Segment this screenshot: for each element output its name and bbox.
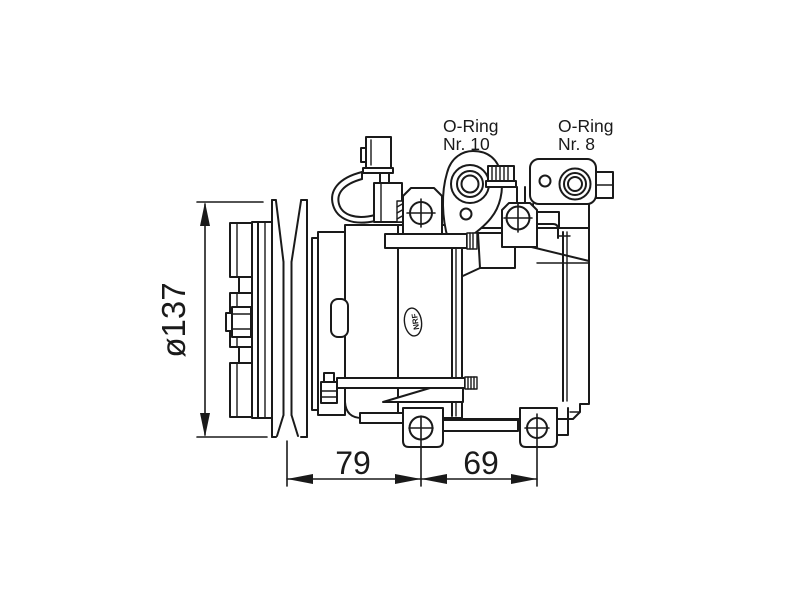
foot-gusset xyxy=(382,387,464,403)
small-hole xyxy=(538,174,552,188)
small-hole xyxy=(459,207,473,221)
arrowhead-right xyxy=(511,474,537,484)
oring-10-label: O-Ring Nr. 10 xyxy=(443,116,498,154)
compressor-body: NRF xyxy=(344,224,463,419)
upper-through-bolt xyxy=(384,232,478,250)
arrowhead-right xyxy=(395,474,421,484)
oring-8-label: O-Ring Nr. 8 xyxy=(558,116,613,154)
pulley-sheave xyxy=(271,199,308,438)
oring-port-8 xyxy=(529,158,614,205)
port-stub xyxy=(595,171,614,199)
dimension-pulley-diameter: ø137 xyxy=(155,201,268,438)
diameter-label: ø137 xyxy=(155,282,192,357)
oring-10-label-line2: Nr. 10 xyxy=(443,134,490,154)
front-housing xyxy=(311,231,349,416)
arrowhead-left xyxy=(287,474,313,484)
nrf-logo-text: NRF xyxy=(410,313,421,331)
electrical-connector xyxy=(331,136,405,224)
oring-8-label-line1: O-Ring xyxy=(558,116,613,136)
rear-top-mount-ear xyxy=(501,186,538,248)
front-span-label: 79 xyxy=(335,445,371,481)
housing-slot xyxy=(330,298,349,338)
dimension-foot-spans: 79 69 xyxy=(286,413,538,487)
oring-8-label-line2: Nr. 8 xyxy=(558,134,595,154)
arrowhead-up xyxy=(200,202,210,226)
clutch-plate xyxy=(225,221,273,419)
connector-box xyxy=(365,136,392,169)
arrowhead-left xyxy=(421,474,447,484)
front-top-mount-ear xyxy=(402,187,443,243)
knurled-cap xyxy=(485,165,517,188)
oring-10-label-line1: O-Ring xyxy=(443,116,498,136)
lower-through-bolt xyxy=(320,372,478,404)
nrf-logo: NRF xyxy=(403,307,423,337)
arrowhead-down xyxy=(200,413,210,437)
rear-mount-foot xyxy=(519,407,558,448)
front-mount-foot xyxy=(402,407,444,448)
hub-nut xyxy=(225,306,252,338)
wire xyxy=(331,171,376,224)
rear-housing xyxy=(461,203,590,420)
rear-span-label: 69 xyxy=(463,445,499,481)
